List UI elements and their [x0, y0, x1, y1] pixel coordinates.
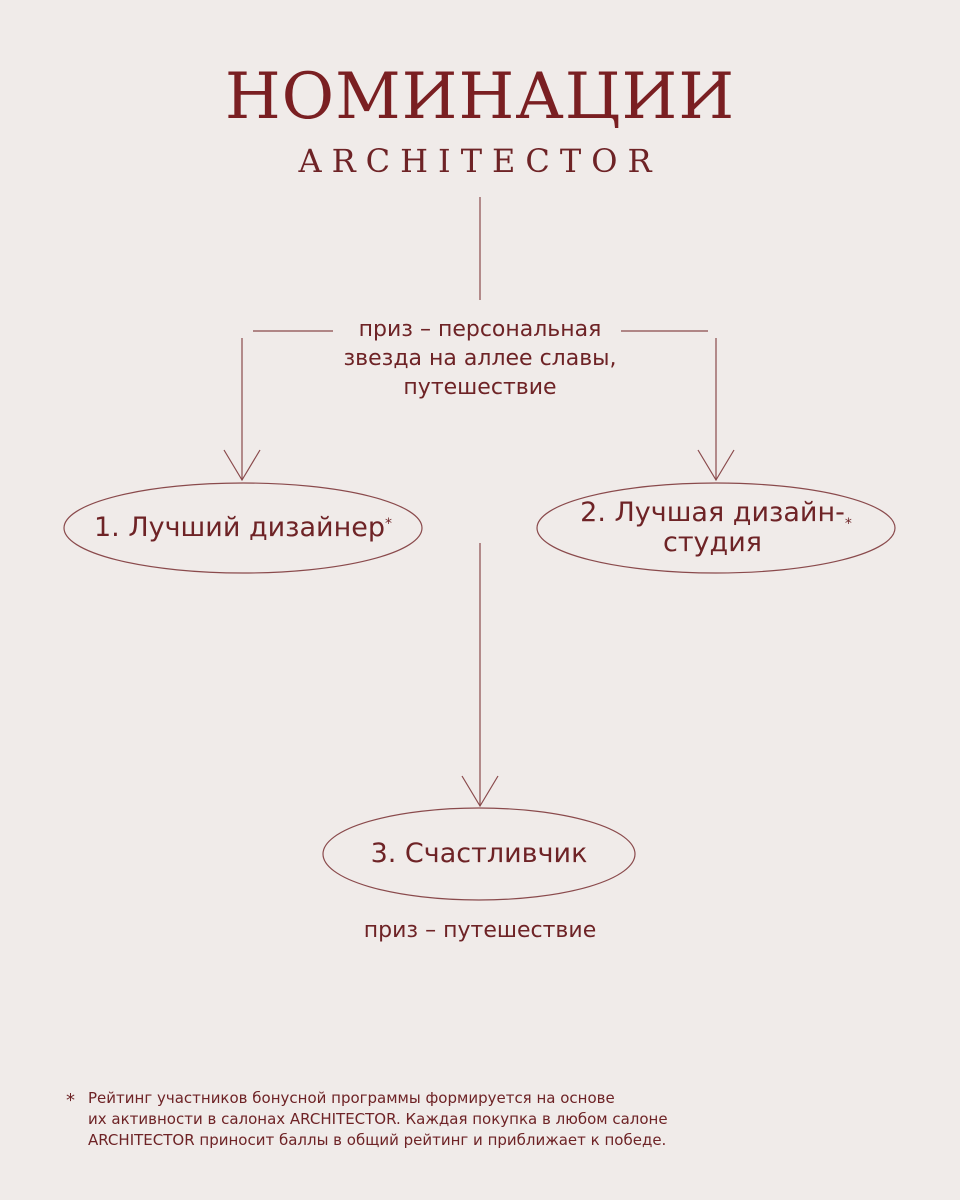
- center-arrow-head: [461, 775, 499, 808]
- node-best-studio: 2. Лучшая дизайн- студия*: [537, 483, 895, 573]
- node-1-ellipse: [63, 482, 423, 574]
- node-best-designer: 1. Лучший дизайнер*: [64, 483, 422, 573]
- lucky-prize-text: приз – путешествие: [363, 918, 597, 943]
- node-3-ellipse: [322, 807, 636, 901]
- node-2-asterisk: *: [844, 516, 852, 532]
- left-arrow-head: [223, 449, 261, 482]
- node-1-label: 1. Лучший дизайнер: [93, 512, 386, 543]
- main-prize-text: приз – персональная звезда на аллее слав…: [343, 317, 617, 400]
- footnote-text: Рейтинг участников бонусной программы фо…: [88, 1089, 668, 1149]
- footnote-asterisk: *: [66, 1090, 75, 1111]
- right-arrow-head: [697, 449, 735, 482]
- node-2-label: 2. Лучшая дизайн- студия: [580, 497, 845, 558]
- footnote: * Рейтинг участников бонусной программы …: [66, 1088, 766, 1151]
- node-2-ellipse: [536, 482, 896, 574]
- node-lucky: 3. Счастливчик: [323, 808, 635, 900]
- brand-subtitle: ARCHITECTOR: [298, 142, 662, 180]
- page-title: НОМИНАЦИИ: [224, 60, 736, 134]
- node-3-label: 3. Счастливчик: [370, 838, 588, 869]
- node-1-asterisk: *: [385, 516, 393, 532]
